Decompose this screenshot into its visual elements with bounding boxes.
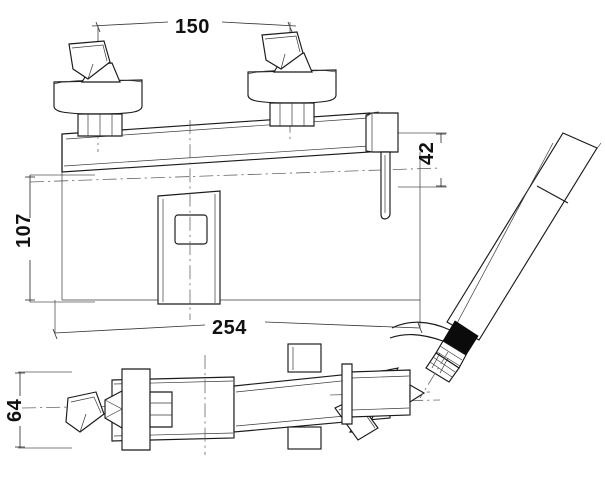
handle-right: [247, 22, 337, 140]
handle-left: [53, 28, 143, 152]
dimension-64: [15, 371, 72, 449]
mixer-plan-view: [21, 343, 441, 455]
dimension-254: [52, 300, 423, 340]
dimension-label-150: 150: [175, 16, 210, 38]
mixer-front-elevation: [29, 22, 441, 320]
dimension-label-107: 107: [13, 213, 35, 248]
dimension-label-42: 42: [416, 142, 438, 165]
dimension-label-64: 64: [4, 398, 26, 422]
dimension-107: [25, 174, 95, 303]
dimension-42: [398, 132, 447, 188]
shower-handset: [389, 132, 602, 399]
diverter-knob: [329, 363, 431, 425]
dimension-label-254: 254: [212, 317, 247, 339]
